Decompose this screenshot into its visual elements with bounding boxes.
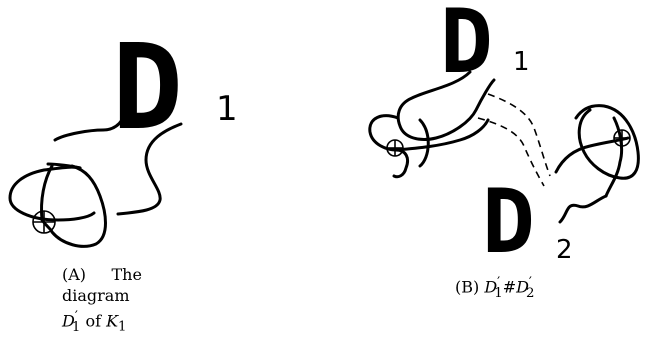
strand-a-ellipse-upper [40, 164, 107, 248]
caption-a-tag: (A) [62, 265, 87, 284]
box-subscript-d1-a: 1 [216, 89, 238, 129]
caption-b-math-d2: D [516, 277, 529, 297]
box-subscript-d2-b: 2 [556, 235, 573, 265]
box-label-d1-b: D [440, 0, 493, 93]
caption-b: (B) D′1#D′2 [455, 272, 534, 304]
knot-strands-b-right [554, 104, 640, 224]
caption-a: (A) The diagram D′1 of K1 [62, 264, 192, 338]
caption-a-line1: (A) The [62, 264, 192, 285]
caption-a-line2: diagram [62, 285, 192, 306]
dashed-strand-b-2 [477, 117, 545, 187]
caption-a-math-prime: ′ [74, 309, 78, 324]
box-subscript-d1-b: 1 [513, 47, 530, 77]
strand-a-tail [46, 162, 82, 170]
knot-strands-a [8, 118, 183, 248]
box-label-d2-b: D [482, 170, 535, 273]
dashed-strand-b-1 [487, 93, 551, 177]
strand-b-left-ellipse [368, 114, 490, 179]
caption-a-word-the: The [111, 265, 142, 284]
caption-a-math-k-sub: 1 [118, 319, 127, 335]
caption-a-math-d: D [62, 311, 75, 331]
caption-a-word-of: of [85, 311, 101, 331]
strand-a-upper-left [53, 118, 124, 142]
strand-b-right-cross [554, 116, 630, 198]
caption-a-math-sub: 1 [71, 319, 81, 335]
caption-b-tag: (B) [455, 277, 480, 297]
strand-a-right [116, 122, 183, 216]
strand-a-ellipse-lower [8, 165, 96, 222]
caption-b-sub-2: 2 [525, 285, 535, 301]
knot-strands-b-left [368, 70, 496, 179]
box-label-d1-a: D [112, 18, 183, 156]
dashed-band-b [477, 93, 551, 187]
caption-b-hash: # [502, 277, 517, 297]
caption-b-sub-1: 1 [494, 285, 503, 301]
caption-b-prime-1: ′ [497, 275, 501, 290]
caption-a-math-k: K [106, 311, 119, 331]
strand-b-left-loop [396, 70, 496, 141]
caption-a-word-diagram: diagram [62, 286, 130, 305]
caption-b-math-d1: D [484, 277, 498, 297]
strand-b-right-tail [558, 194, 608, 224]
caption-b-prime-2: ′ [528, 275, 532, 290]
caption-a-line3: D′1 of K1 [62, 306, 192, 338]
